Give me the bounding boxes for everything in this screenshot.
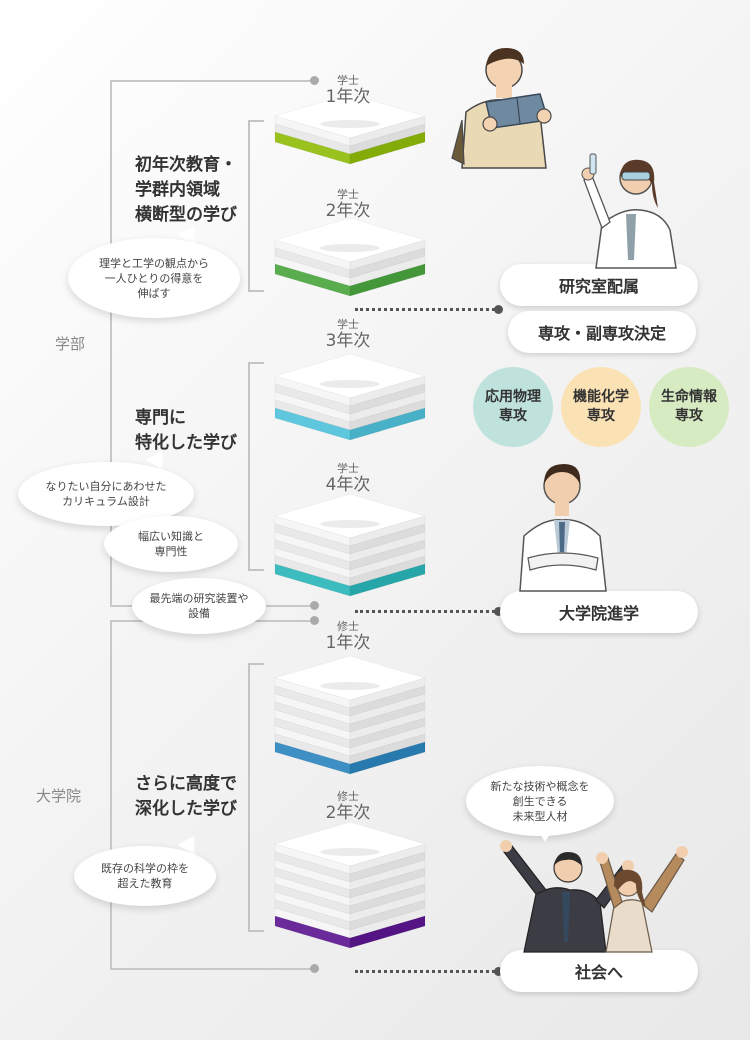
- year-stack-b3: [273, 353, 427, 441]
- stack-base-right: [349, 915, 426, 949]
- stage-bracket: [248, 362, 264, 571]
- stack-top-shadow: [320, 848, 380, 856]
- timeline-dot: [310, 76, 319, 85]
- bubble-knowledge: 幅広い知識と 専門性: [104, 516, 238, 572]
- stack-base-right: [349, 563, 426, 597]
- stage-bracket: [248, 120, 264, 292]
- connector-society: [355, 970, 495, 973]
- stack-base-right: [349, 131, 426, 165]
- section-label-grad: 大学院: [36, 787, 82, 805]
- stage-label-specialized: 専門に 特化した学び: [135, 408, 237, 453]
- stack-base-right: [349, 407, 426, 441]
- bubble-beyond-science: 既存の科学の枠を 超えた教育: [74, 846, 216, 906]
- stage-label-advanced: さらに高度で 深化した学び: [135, 774, 237, 819]
- milestone-society: 社会へ: [500, 950, 698, 992]
- timeline-dot: [310, 616, 319, 625]
- connector-grad-school: [355, 610, 495, 613]
- year-stack-b1: [273, 93, 427, 165]
- bubble-facilities: 最先端の研究装置や 設備: [132, 578, 266, 634]
- timeline-dot: [310, 601, 319, 610]
- connector-dot: [494, 305, 503, 314]
- year-stack-b2: [273, 217, 427, 297]
- year-stack-m2: [273, 821, 427, 949]
- stage-bracket: [248, 663, 264, 932]
- student-reading-illustration: [451, 48, 552, 169]
- timeline-grad-bottom-line: [110, 968, 315, 970]
- major-life-informatics: 生命情報 専攻: [649, 367, 729, 447]
- timeline-undergrad-line: [110, 80, 112, 607]
- stack-top-shadow: [320, 520, 380, 528]
- year-stack-b4: [273, 493, 427, 597]
- bubble-strengths: 理学と工学の観点から 一人ひとりの得意を 伸ばす: [68, 238, 240, 318]
- timeline-top-line: [110, 80, 315, 82]
- stack-base-right: [349, 741, 426, 775]
- stage-label-foundation: 初年次教育・ 学群内領域 横断型の学び: [135, 155, 237, 225]
- stack-top-shadow: [320, 244, 380, 252]
- stack-top-shadow: [320, 120, 380, 128]
- bubble-future-talent: 新たな技術や概念を 創生できる 未来型人材: [466, 766, 614, 836]
- milestone-major-decision: 専攻・副専攻決定: [508, 311, 696, 353]
- scientist-woman-illustration: [581, 153, 677, 269]
- professor-illustration: [519, 464, 607, 592]
- milestone-grad-school: 大学院進学: [500, 591, 698, 633]
- stack-base-right: [349, 263, 426, 297]
- year-stack-m1: [273, 655, 427, 775]
- stack-top-shadow: [320, 380, 380, 388]
- section-label-undergrad: 学部: [55, 335, 86, 353]
- celebrating-graduates-illustration: [500, 840, 688, 953]
- stack-top-shadow: [320, 682, 380, 690]
- connector-dot: [494, 967, 503, 976]
- connector-lab: [355, 308, 495, 311]
- connector-dot: [494, 607, 503, 616]
- bubble-curriculum: なりたい自分にあわせた カリキュラム設計: [18, 462, 194, 526]
- milestone-lab-assignment: 研究室配属: [500, 264, 698, 306]
- major-functional-chemistry: 機能化学 専攻: [561, 367, 641, 447]
- major-applied-physics: 応用物理 専攻: [473, 367, 553, 447]
- timeline-dot: [310, 964, 319, 973]
- timeline-grad-line: [110, 620, 112, 970]
